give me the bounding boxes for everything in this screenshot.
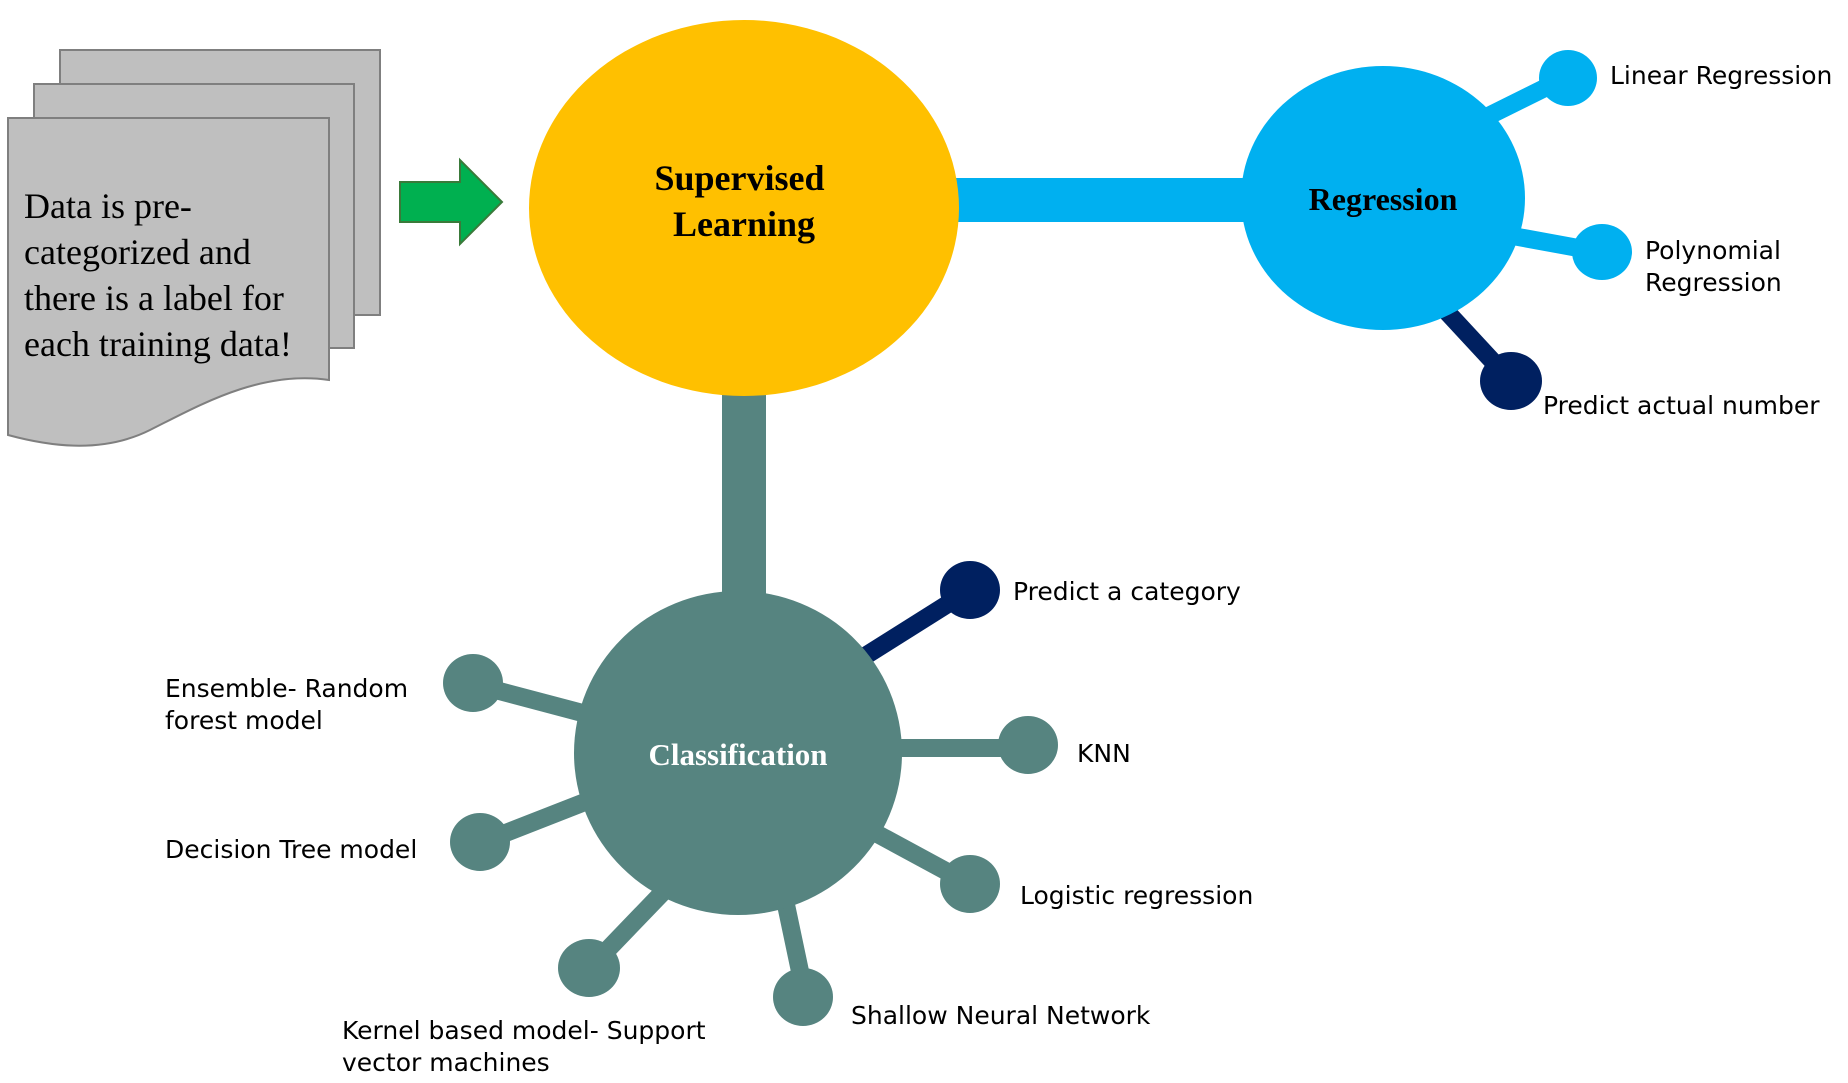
random-forest-label: forest model — [165, 706, 323, 735]
classification-node — [574, 591, 902, 915]
regression-title: Regression — [1309, 181, 1458, 217]
predict-number-label: Predict actual number — [1543, 391, 1820, 420]
predict-category-node — [940, 561, 1000, 619]
right-arrow-icon — [399, 157, 504, 247]
knn-node — [998, 716, 1058, 774]
document-text-line: Data is pre- — [24, 186, 192, 226]
document-text-line: each training data! — [24, 324, 292, 364]
supervised-learning-node — [529, 20, 959, 396]
shallow-nn-node — [773, 968, 833, 1026]
document-text-line: categorized and — [24, 232, 251, 272]
svg-text:Ensemble- Random forest: Ensemble- Random forest model — [165, 674, 416, 735]
svg-text:Kernel based model- Support: Kernel based model- Support vector machi… — [342, 1016, 714, 1077]
supervised-learning-title-line: Supervised — [654, 158, 824, 198]
supervised-learning-title-line: Learning — [673, 204, 815, 244]
svg-text:Supervised Learning: Supervised Learning — [654, 158, 833, 244]
classification-title: Classification — [648, 737, 827, 772]
shallow-nn-label: Shallow Neural Network — [851, 1001, 1151, 1030]
predict-category-label: Predict a category — [1013, 577, 1241, 606]
svg-text:Data is pre- categorized: Data is pre- categorized and there is a … — [24, 186, 293, 364]
svm-label: vector machines — [342, 1048, 550, 1077]
random-forest-label: Ensemble- Random — [165, 674, 408, 703]
regression-node — [1241, 66, 1525, 330]
polynomial-regression-label: Polynomial — [1645, 236, 1781, 265]
document-text-line: there is a label for — [24, 278, 284, 318]
logistic-regression-label: Logistic regression — [1020, 881, 1253, 910]
document-page-front — [7, 117, 330, 447]
decision-tree-label: Decision Tree model — [165, 835, 417, 864]
svm-label: Kernel based model- Support — [342, 1016, 706, 1045]
document-stack: Data is pre- categorized and there is a … — [7, 49, 381, 447]
linear-regression-node — [1539, 50, 1597, 106]
svg-text:Polynomial Regression: Polynomial Regression — [1645, 236, 1789, 297]
knn-label: KNN — [1077, 739, 1131, 768]
svm-node — [558, 939, 620, 997]
predict-number-node — [1480, 352, 1542, 410]
polynomial-regression-label: Regression — [1645, 268, 1782, 297]
connector-supervised-regression — [950, 178, 1260, 222]
connector-supervised-classification — [722, 380, 766, 610]
polynomial-regression-node — [1572, 224, 1632, 280]
decision-tree-node — [450, 813, 510, 871]
logistic-regression-node — [940, 855, 1000, 913]
random-forest-node — [443, 654, 503, 712]
linear-regression-label: Linear Regression — [1610, 61, 1832, 90]
